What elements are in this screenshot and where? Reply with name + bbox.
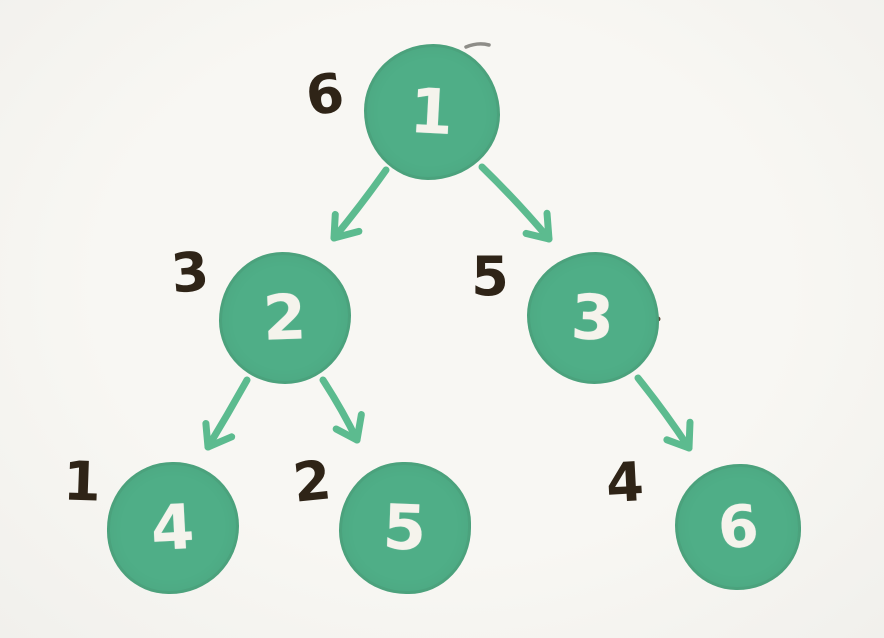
tree-node-2: 2 (219, 252, 351, 384)
edge-arrow-3-6 (634, 374, 694, 452)
stray-pen-mark (464, 42, 491, 49)
node-value: 1 (408, 73, 456, 150)
order-label-node-1: 6 (301, 60, 348, 129)
node-value: 4 (149, 489, 197, 566)
order-label-node-3: 5 (471, 245, 509, 308)
tree-node-1: 1 (364, 44, 500, 180)
tree-node-4: 4 (107, 462, 239, 594)
tree-node-6: 6 (675, 464, 801, 590)
tree-node-3: 3 (527, 252, 659, 384)
node-value: 5 (382, 490, 428, 565)
edge-arrow-2-5 (319, 376, 365, 444)
edge-arrow-1-3 (478, 163, 553, 243)
order-label-node-6: 4 (604, 450, 646, 515)
node-value: 2 (262, 280, 308, 355)
tree-node-5: 5 (339, 462, 471, 594)
order-label-node-2: 3 (168, 239, 212, 306)
order-label-node-4: 1 (62, 449, 102, 514)
node-value: 3 (570, 280, 616, 355)
edge-arrow-1-2 (330, 166, 390, 242)
edge-arrow-2-4 (202, 376, 251, 451)
order-label-node-5: 2 (289, 448, 334, 515)
node-value: 6 (714, 491, 762, 563)
